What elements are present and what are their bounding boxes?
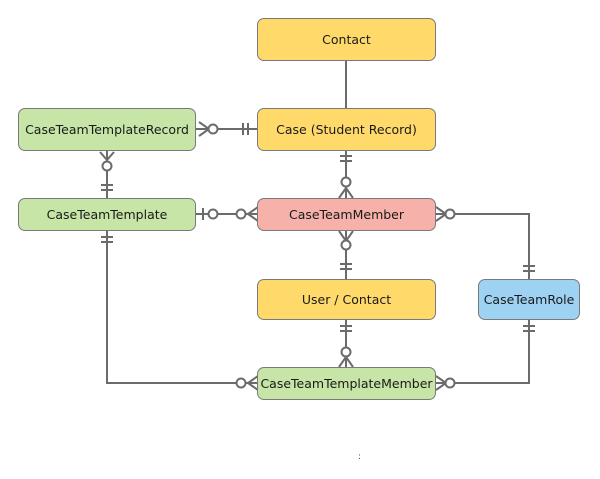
entity-case-team-template-record: CaseTeamTemplateRecord [18,108,196,151]
stray-mark: : [358,452,362,462]
entity-case-team-role: CaseTeamRole [478,279,580,320]
entity-case-team-member: CaseTeamMember [257,198,436,231]
entity-case-team-template-member: CaseTeamTemplateMember [257,367,436,400]
line-case-member [338,151,354,199]
entity-case-team-template: CaseTeamTemplate [18,198,196,231]
line-role-templatemember [435,320,535,391]
entity-user-contact: User / Contact [257,279,436,320]
line-templaterecord-case [196,121,258,137]
line-user-templatemember [338,320,354,368]
line-member-user [338,230,354,279]
entity-case: Case (Student Record) [257,108,436,151]
line-templaterecord-template [99,151,115,198]
line-template-templatemember [101,231,259,391]
line-template-member [196,206,259,222]
line-member-role [435,206,535,279]
entity-contact: Contact [257,18,436,61]
